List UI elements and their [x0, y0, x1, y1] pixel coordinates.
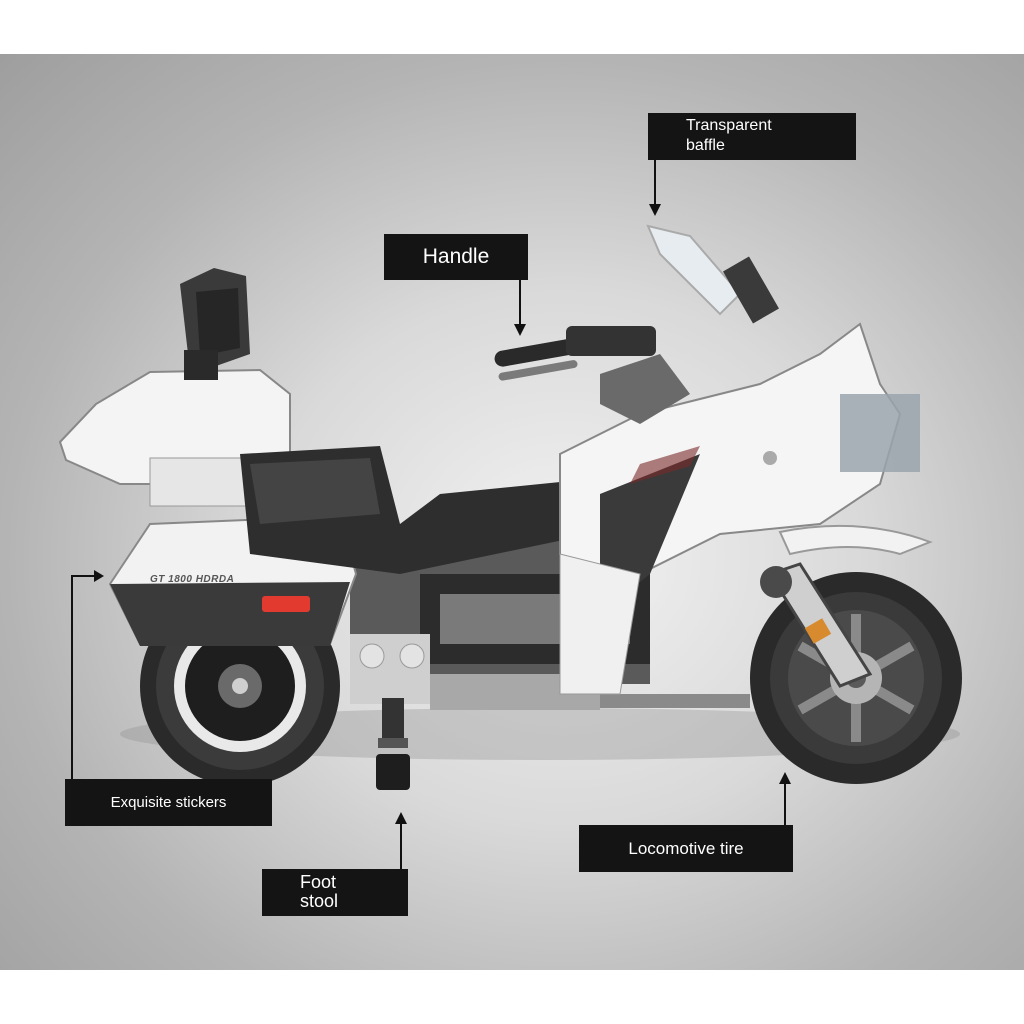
saddle-bag-sticker: GT 1800 HDRDA [150, 574, 235, 585]
label-foot-stool: Foot stool [262, 869, 408, 916]
backrest [180, 268, 250, 380]
label-handle-text: Handle [422, 245, 490, 268]
label-transparent-baffle: Transparent baffle [648, 113, 856, 160]
foot-stool [376, 698, 410, 790]
handlebar [494, 326, 690, 424]
arrow-head-handle [514, 324, 526, 336]
product-image: GT 1800 HDRDA Transparent baffle Handle … [0, 54, 1024, 970]
label-locomotive-tire-text: Locomotive tire [628, 839, 744, 858]
arrow-head-foot-stool [395, 812, 407, 824]
label-exquisite-stickers: Exquisite stickers [65, 779, 272, 826]
callout-arrows [71, 158, 791, 870]
label-locomotive-tire: Locomotive tire [579, 825, 793, 872]
label-transparent-baffle-text: Transparent baffle [686, 117, 772, 154]
front-fork [760, 562, 873, 688]
seat [240, 446, 640, 574]
fairing [559, 322, 920, 695]
arrow-head-tire [779, 772, 791, 784]
label-exquisite-stickers-text: Exquisite stickers [110, 794, 227, 811]
arrow-head-baffle [649, 204, 661, 216]
label-handle: Handle [384, 234, 528, 280]
windshield [646, 224, 742, 316]
label-foot-stool-text: Foot stool [300, 872, 339, 911]
motorcycle-illustration [58, 224, 962, 790]
arrow-head-stickers [94, 570, 104, 582]
